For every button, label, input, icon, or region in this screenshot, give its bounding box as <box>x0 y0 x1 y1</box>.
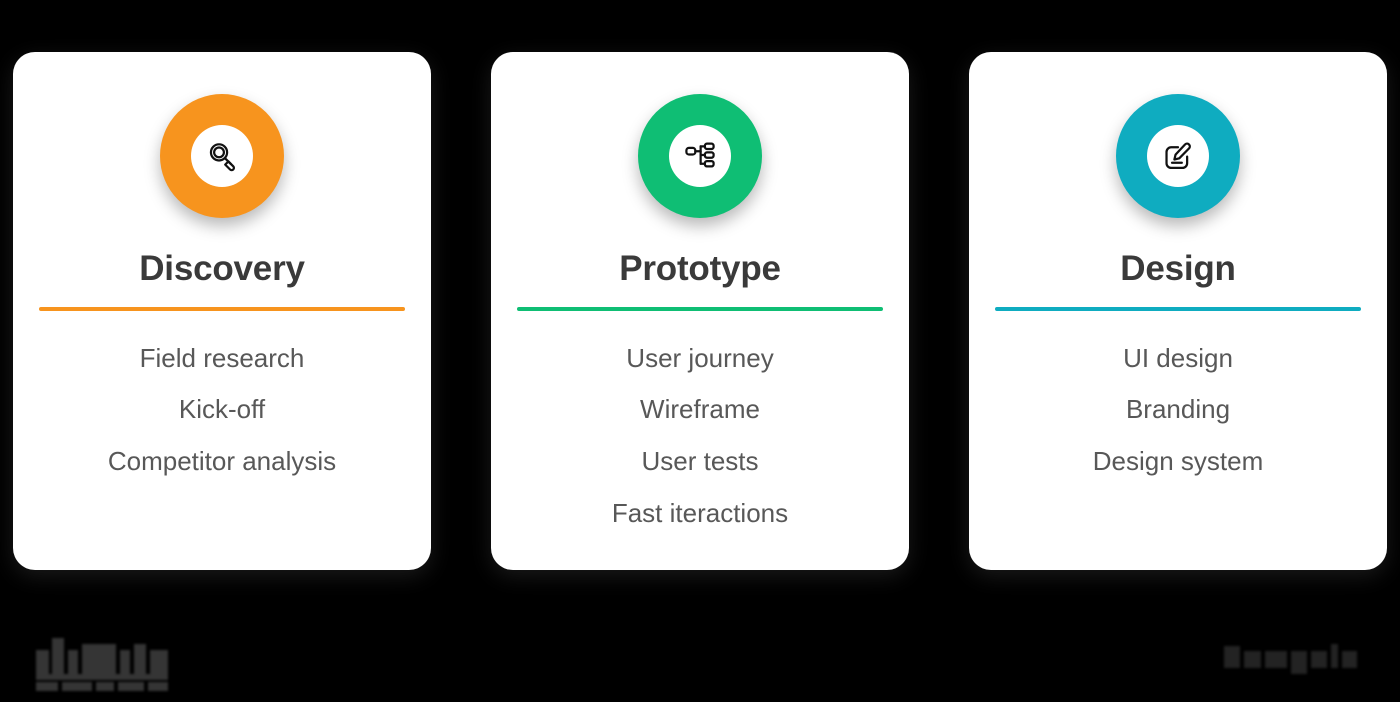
card-design[interactable]: Design UI design Branding Design system <box>969 52 1387 570</box>
card-title: Design <box>1120 249 1236 288</box>
icon-badge-design <box>1116 94 1240 218</box>
list-item: Competitor analysis <box>107 446 337 477</box>
icon-badge-discovery <box>160 94 284 218</box>
card-discovery[interactable]: Discovery Field research Kick-off Compet… <box>13 52 431 570</box>
watermark-bottom-right <box>1224 642 1372 674</box>
item-list-prototype: User journey Wireframe User tests Fast i… <box>517 333 883 541</box>
list-item: Design system <box>1092 446 1264 477</box>
icon-circle-inner <box>669 125 731 187</box>
list-item: Wireframe <box>640 394 760 425</box>
process-cards-row: Discovery Field research Kick-off Compet… <box>13 52 1387 571</box>
item-list-design: UI design Branding Design system <box>995 333 1361 489</box>
icon-circle-inner <box>1147 125 1209 187</box>
card-title: Discovery <box>139 249 305 288</box>
card-title: Prototype <box>619 249 781 288</box>
list-item: User journey <box>626 342 774 373</box>
card-divider <box>995 306 1361 311</box>
list-item: Field research <box>139 342 305 373</box>
edit-square-icon <box>1161 139 1195 173</box>
sitemap-icon <box>683 139 717 173</box>
list-item: Kick-off <box>178 394 266 425</box>
item-list-discovery: Field research Kick-off Competitor analy… <box>39 333 405 489</box>
icon-badge-prototype <box>638 94 762 218</box>
list-item: Fast iteractions <box>611 498 789 529</box>
card-divider <box>517 306 883 311</box>
card-prototype[interactable]: Prototype User journey Wireframe User te… <box>491 52 909 571</box>
list-item: UI design <box>1123 342 1233 373</box>
list-item: Branding <box>1125 394 1231 425</box>
icon-circle-inner <box>191 125 253 187</box>
list-item: User tests <box>641 446 759 477</box>
watermark-bottom-left <box>36 634 206 691</box>
magnifier-icon <box>205 139 239 173</box>
card-divider <box>39 306 405 311</box>
